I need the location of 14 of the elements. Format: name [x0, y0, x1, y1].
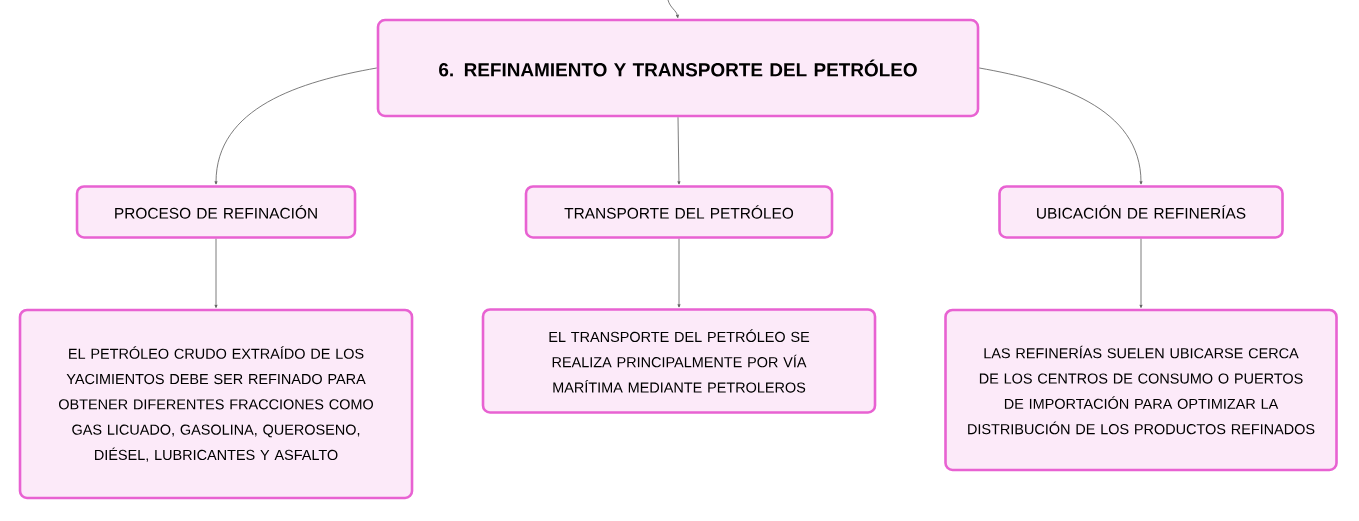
arrow	[978, 67, 1143, 185]
description-box: EL PETRÓLEO CRUDO EXTRAÍDO DE LOS YACIMIENTOS DEBE SER REFINADO PARA OBTENER DIFERENTES FRACCIONES COMO GAS LICUADO, GASOLINA, QUEROSENO, DIÉSEL, LUBRICANTES Y ASFALTO	[18, 308, 414, 500]
arrow	[677, 238, 681, 308]
arrow	[667, 0, 679, 19]
description-box: EL TRANSPORTE DEL PETRÓLEO SE REALIZA PRINCIPALMENTE POR VÍA MARÍTIMA MEDIANTE PETROLEROS	[481, 308, 877, 414]
arrow	[214, 67, 378, 185]
arrow	[214, 238, 218, 308]
arrow	[1139, 238, 1143, 308]
description-box: LAS REFINERÍAS SUELEN UBICARSE CERCA DE LOS CENTROS DE CONSUMO O PUERTOS DE IMPORTACIÓN PARA OPTIMIZAR LA DISTRIBUCIÓN DE LOS PRODUCTOS REFINADOS	[944, 308, 1338, 472]
topic-box: PROCESO DE REFINACIÓN	[75, 185, 357, 239]
arrow	[677, 116, 681, 185]
title-box: 6. REFINAMIENTO Y TRANSPORTE DEL PETRÓLEO	[376, 18, 980, 118]
topic-box: UBICACIÓN DE REFINERÍAS	[998, 185, 1284, 239]
topic-box: TRANSPORTE DEL PETRÓLEO	[524, 185, 834, 239]
